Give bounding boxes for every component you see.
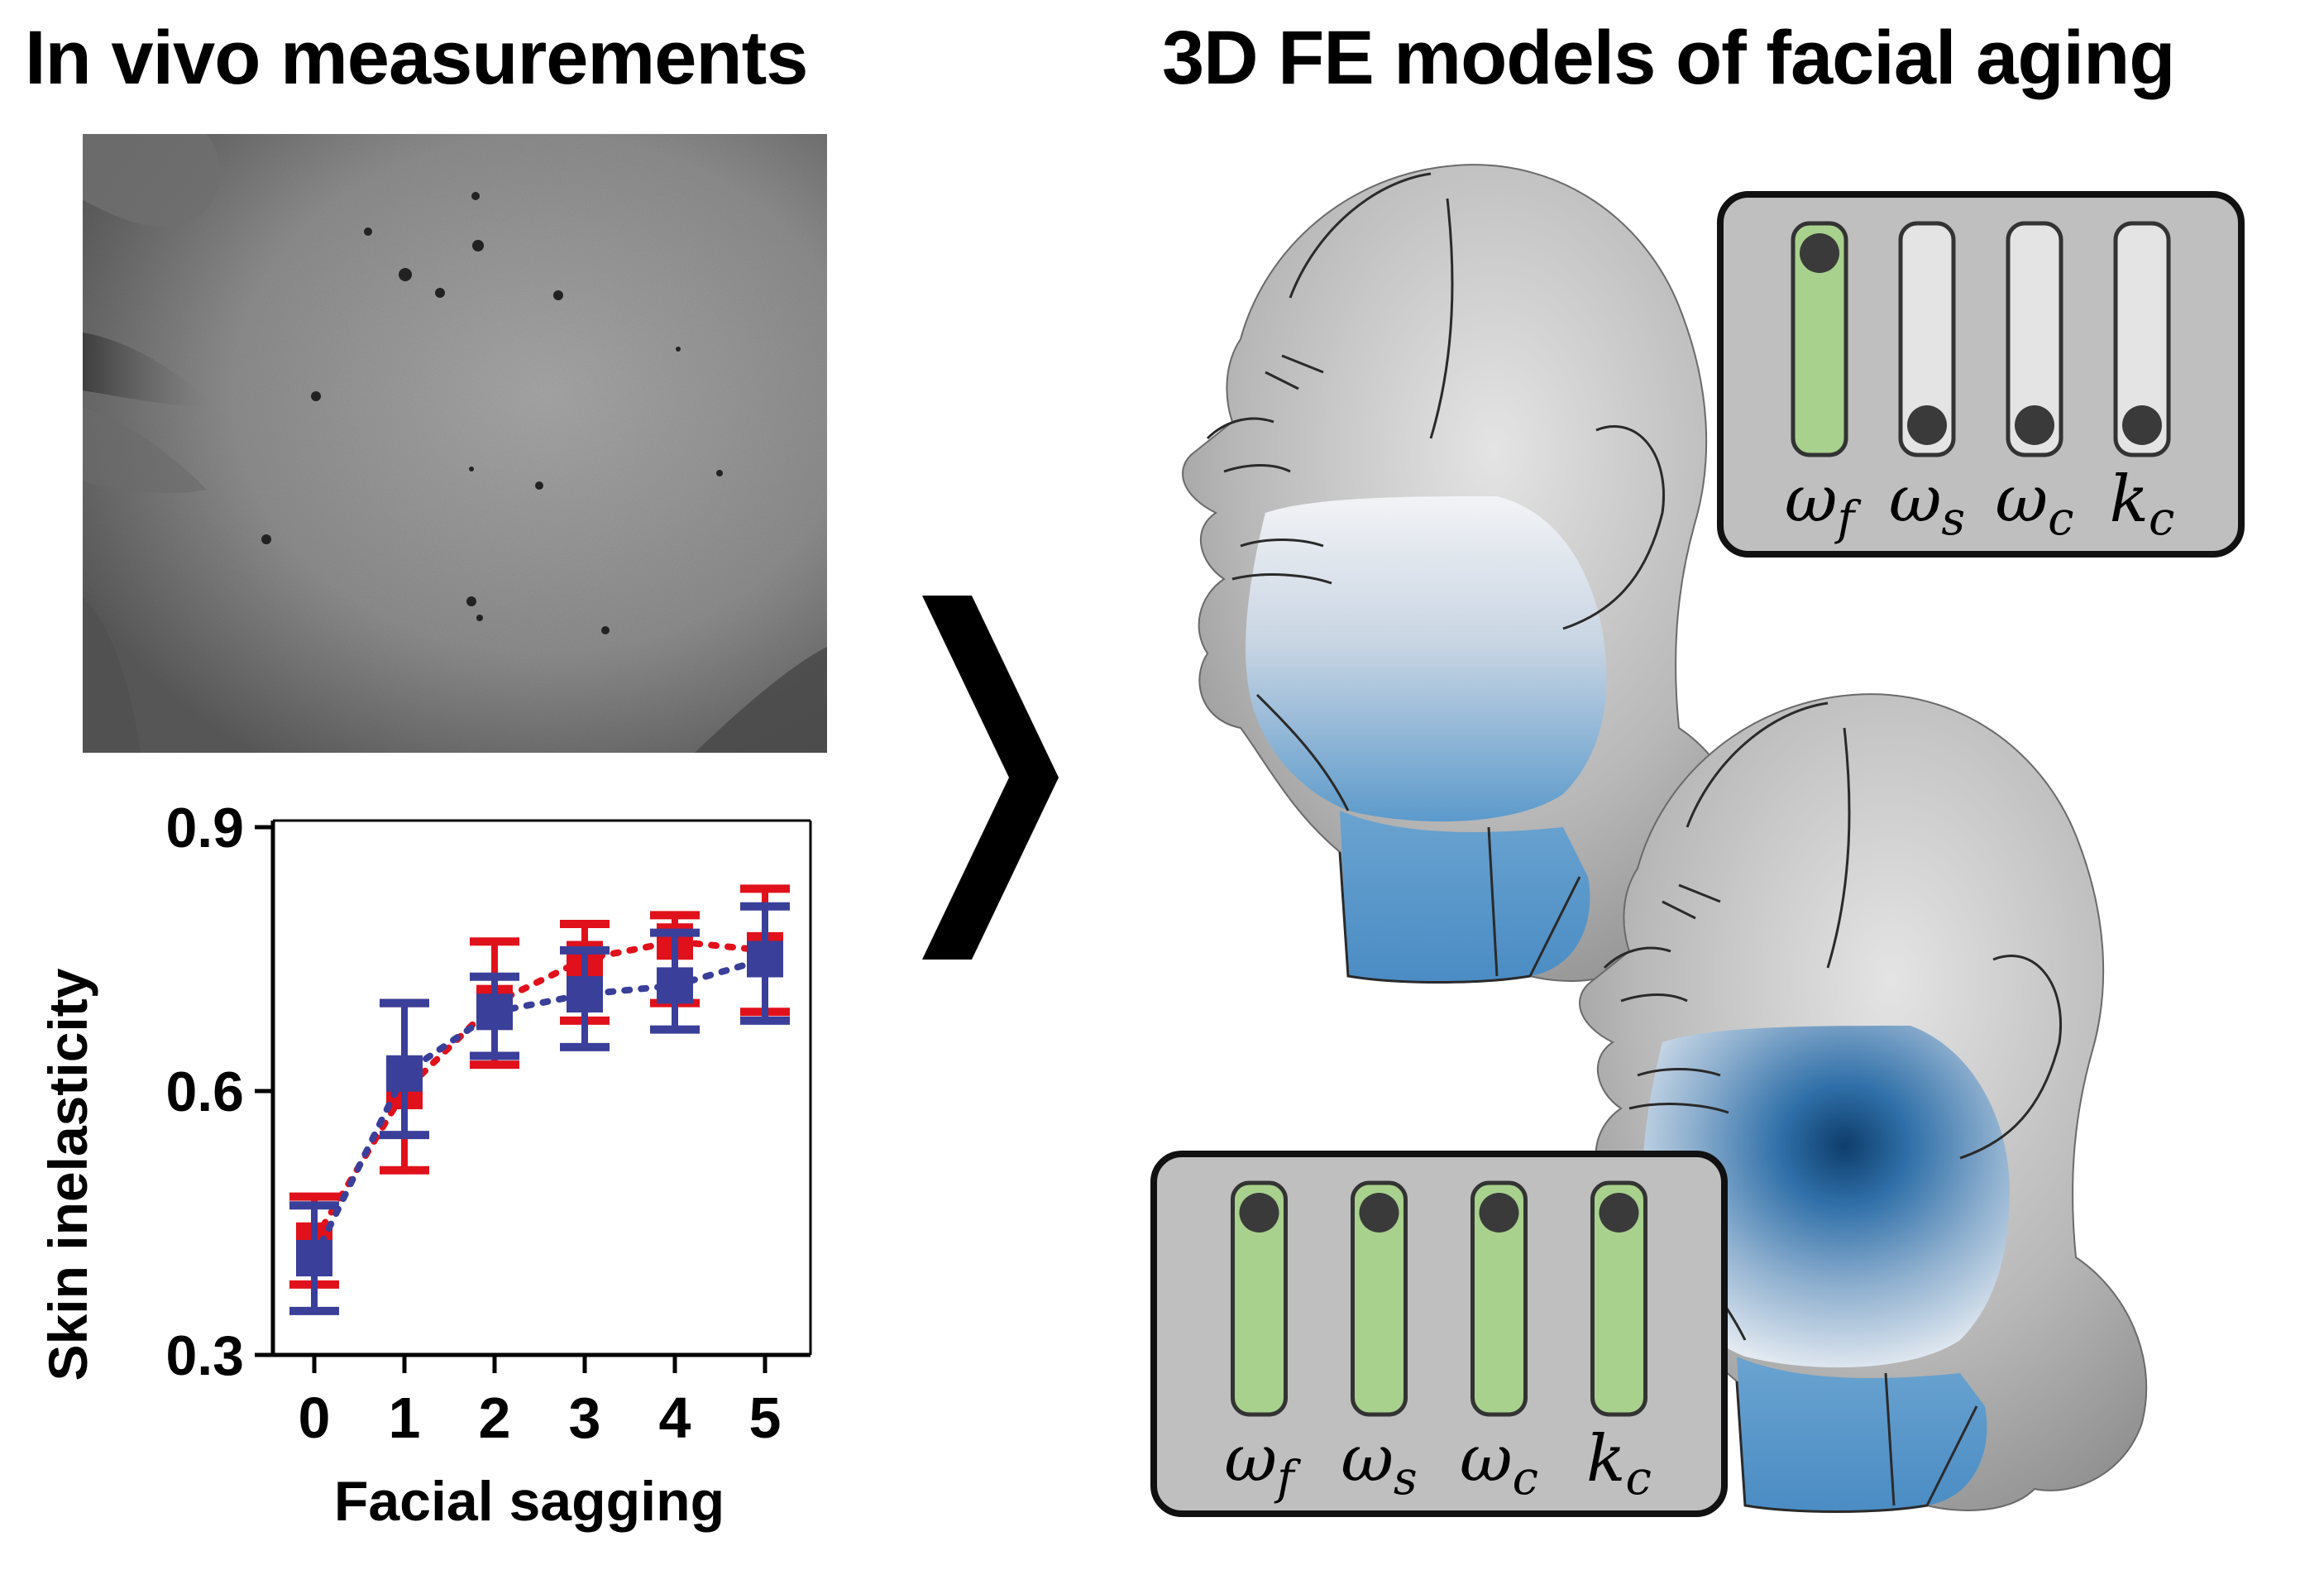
- parameter-slider-ωc: ωc: [1460, 1180, 1538, 1505]
- parameter-label: kc: [1586, 1422, 1652, 1505]
- parameter-slider-ωf: ωf: [1224, 1180, 1302, 1505]
- parameter-label: ωf: [1785, 462, 1863, 546]
- slider-knob: [1239, 1193, 1279, 1233]
- fe-head-models: [1182, 164, 2148, 1513]
- head-model-1: [1182, 164, 1751, 984]
- right-heading: 3D FE models of facial aging: [1162, 16, 2175, 100]
- parameter-slider-ωs: ωs: [1889, 221, 1965, 546]
- parameter-label: kc: [2110, 462, 2175, 546]
- parameter-slider-kc: kc: [1586, 1180, 1652, 1505]
- data-point: [386, 1055, 423, 1092]
- slider-knob: [1599, 1193, 1639, 1233]
- panel-frame: [1150, 1151, 1728, 1517]
- skin-photograph: [83, 134, 827, 753]
- slider-track: [1231, 1180, 1288, 1417]
- y-tick-label: 0.6: [165, 1060, 244, 1123]
- slider-track: [1590, 1180, 1647, 1417]
- process-arrow: [922, 596, 1059, 960]
- y-axis-label: Skin inelasticity: [37, 968, 98, 1381]
- slider-knob: [1479, 1193, 1519, 1233]
- slider-knob: [2122, 405, 2162, 445]
- series-0: [289, 884, 790, 1289]
- slider-track: [1898, 221, 1956, 457]
- skin-inelasticity-chart: Skin inelasticity Facial sagging 0.3 0.6 0…: [37, 797, 812, 1533]
- y-tick-label: 0.9: [165, 797, 244, 859]
- parameter-slider-ωc: ωc: [1996, 221, 2074, 546]
- slider-track: [2113, 221, 2171, 457]
- data-point: [747, 941, 783, 978]
- parameter-slider-kc: kc: [2110, 221, 2175, 546]
- parameter-slider-ωs: ωs: [1341, 1180, 1418, 1505]
- x-tick-label: 5: [749, 1386, 782, 1450]
- parameter-label: ωs: [1889, 462, 1965, 546]
- series-1: [289, 902, 790, 1315]
- x-tick-label: 0: [299, 1386, 331, 1450]
- data-point: [657, 967, 693, 1004]
- x-tick-label: 2: [479, 1386, 511, 1450]
- slider-knob: [1907, 405, 1947, 445]
- slider-knob: [2015, 405, 2054, 445]
- slider-knob: [1359, 1193, 1399, 1233]
- slider-track: [1351, 1180, 1408, 1417]
- parameter-label: ωc: [1996, 462, 2074, 546]
- x-tick-label: 3: [569, 1386, 601, 1450]
- parameter-label: ωs: [1341, 1422, 1417, 1505]
- slider-track: [1791, 221, 1848, 457]
- x-tick-label: 1: [389, 1386, 421, 1450]
- x-tick-label: 4: [659, 1386, 691, 1450]
- left-heading: In vivo measurements: [25, 16, 808, 100]
- y-tick-label: 0.3: [165, 1324, 244, 1387]
- x-axis-label: Facial sagging: [334, 1470, 724, 1533]
- parameter-slider-ωf: ωf: [1785, 221, 1863, 546]
- slider-track: [1470, 1180, 1528, 1417]
- slider-track: [2006, 221, 2063, 457]
- parameter-label: ωc: [1460, 1422, 1538, 1505]
- data-point: [476, 993, 513, 1031]
- slider-knob: [1800, 233, 1839, 273]
- series-line: [311, 938, 768, 1244]
- data-point: [296, 1240, 332, 1277]
- data-point: [567, 976, 603, 1013]
- panel-frame: [1717, 191, 2245, 558]
